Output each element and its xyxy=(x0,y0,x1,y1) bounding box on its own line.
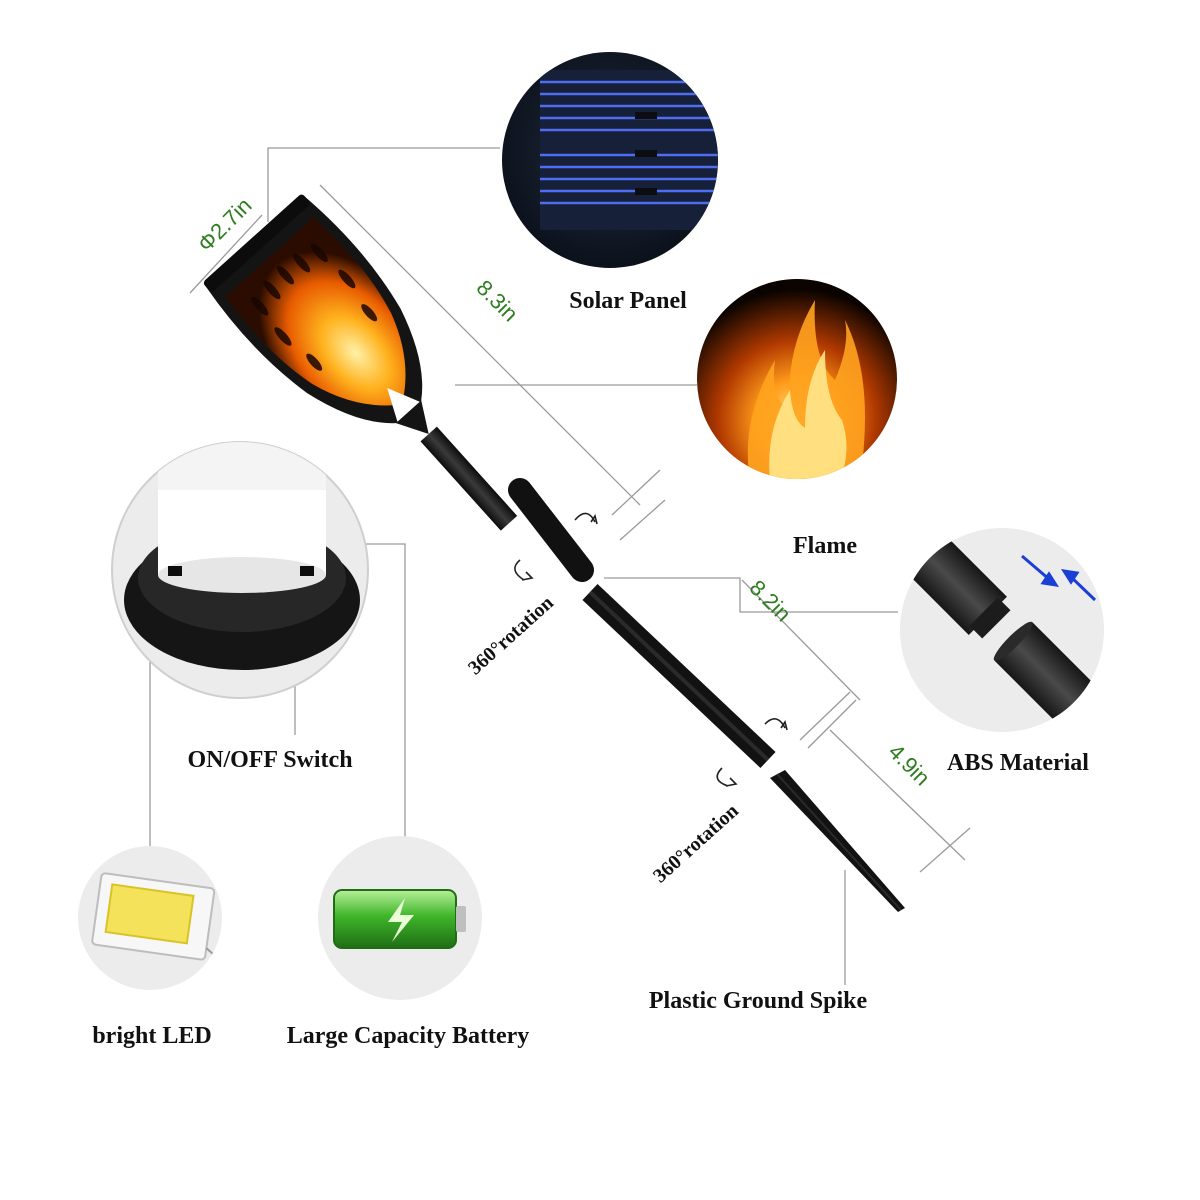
dimension-pole-length: 8.2in xyxy=(745,575,796,626)
middle-pole xyxy=(582,584,776,768)
rotation-labels: 360°rotation 360°rotation xyxy=(464,592,743,888)
solar-panel-icon xyxy=(502,52,718,268)
battery-icon xyxy=(318,836,482,1000)
label-ground-spike: Plastic Ground Spike xyxy=(649,988,868,1014)
switch-base-icon xyxy=(111,441,369,699)
rotation-label-upper: 360°rotation xyxy=(464,592,558,680)
callout-lines xyxy=(149,147,971,985)
label-abs-material: ABS Material xyxy=(947,750,1089,776)
label-solar-panel: Solar Panel xyxy=(569,288,687,314)
label-on-off-switch: ON/OFF Switch xyxy=(187,747,352,773)
tube-joint-icon xyxy=(900,528,1104,732)
rotate-arrow-icon xyxy=(514,512,788,787)
flame-icon xyxy=(697,279,897,479)
torch-head xyxy=(203,194,518,531)
dimension-spike-length: 4.9in xyxy=(884,739,935,790)
ground-spike xyxy=(770,770,905,912)
rotation-label-lower: 360°rotation xyxy=(649,800,743,888)
labels: Solar Panel Flame ABS Material ON/OFF Sw… xyxy=(92,288,1089,1049)
label-bright-led: bright LED xyxy=(92,1023,211,1049)
torch-handle xyxy=(508,478,594,582)
led-chip-icon xyxy=(78,846,222,990)
label-battery: Large Capacity Battery xyxy=(287,1023,530,1049)
dimension-head-length: 8.3in xyxy=(472,275,523,326)
label-flame: Flame xyxy=(793,533,857,559)
